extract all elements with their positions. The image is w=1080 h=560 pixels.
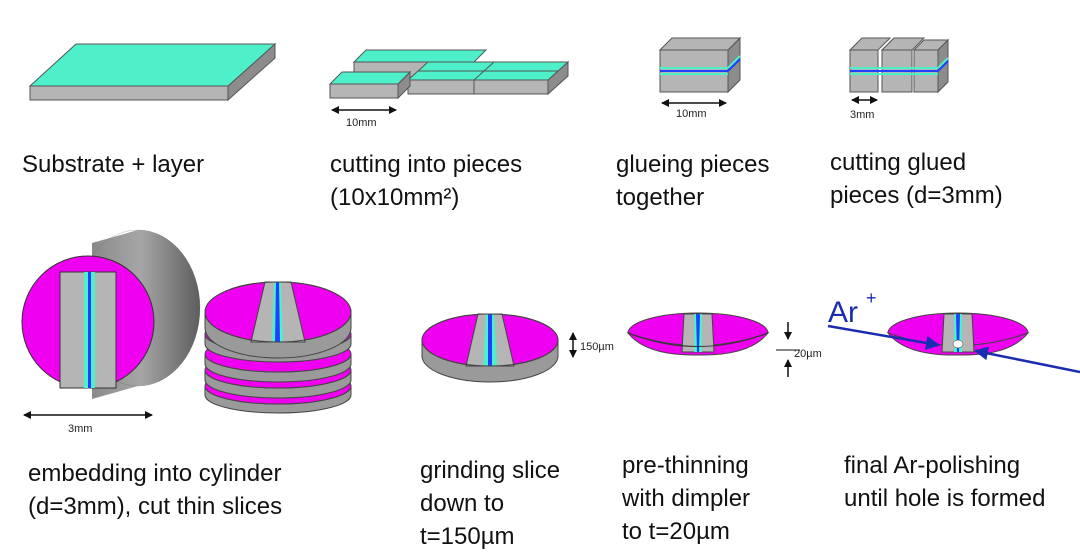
caption-line: pre-thinning (622, 452, 749, 479)
cut-glued-blocks (848, 37, 950, 94)
caption-line: cutting into pieces (330, 151, 523, 178)
dimpled-slice (626, 312, 770, 356)
caption-line: with dimpler (622, 485, 751, 512)
caption-line: together (616, 184, 705, 211)
embedding-cylinder (21, 229, 201, 399)
caption-embedding: embedding into cylinder (d=3mm), cut thi… (28, 457, 282, 523)
cylinder-dim-label: 3mm (68, 423, 92, 435)
glued-dim-label: 10mm (676, 108, 707, 120)
substrate-slab (28, 42, 277, 102)
caption-substrate: Substrate + layer (22, 148, 204, 181)
caption-line: grinding slice (420, 457, 561, 484)
caption-pre-thinning: pre-thinning with dimpler to t=20µm (622, 449, 750, 548)
caption-cutting: cutting into pieces (10x10mm²) (330, 148, 522, 214)
cut-pieces (328, 49, 570, 100)
caption-line: pieces (d=3mm) (830, 182, 1003, 209)
caption-line: cutting glued (830, 149, 967, 176)
cut-dim-label: 10mm (346, 117, 377, 129)
caption-line: to t=20µm (622, 518, 730, 545)
glued-stack (658, 36, 742, 94)
caption-grinding: grinding slice down to t=150µm (420, 454, 560, 553)
caption-line: t=150µm (420, 523, 515, 550)
caption-line: until hole is formed (844, 485, 1046, 512)
caption-line: (d=3mm), cut thin slices (28, 493, 283, 520)
dimple-dim-label: 20µm (794, 348, 822, 360)
polished-slice (886, 312, 1030, 356)
caption-glueing: glueing pieces together (616, 148, 769, 214)
ground-dim-label: 150µm (580, 341, 614, 353)
caption-line: embedding into cylinder (28, 460, 282, 487)
ion-beam-upper (827, 324, 940, 350)
ion-beam-lower (974, 346, 1080, 374)
caption-line: down to (420, 490, 505, 517)
ion-label: Ar (828, 296, 858, 329)
caption-polishing: final Ar-polishing until hole is formed (844, 449, 1045, 515)
glued-cut-dim-label: 3mm (850, 109, 874, 121)
caption-line: (10x10mm²) (330, 184, 460, 211)
caption-line: final Ar-polishing (844, 452, 1021, 479)
ion-charge: + (866, 288, 877, 308)
ground-slice (421, 313, 559, 383)
caption-cutting-glued: cutting glued pieces (d=3mm) (830, 146, 1003, 212)
caption-line: Substrate + layer (22, 151, 205, 178)
slice-stack (204, 281, 352, 414)
caption-line: glueing pieces (616, 151, 770, 178)
